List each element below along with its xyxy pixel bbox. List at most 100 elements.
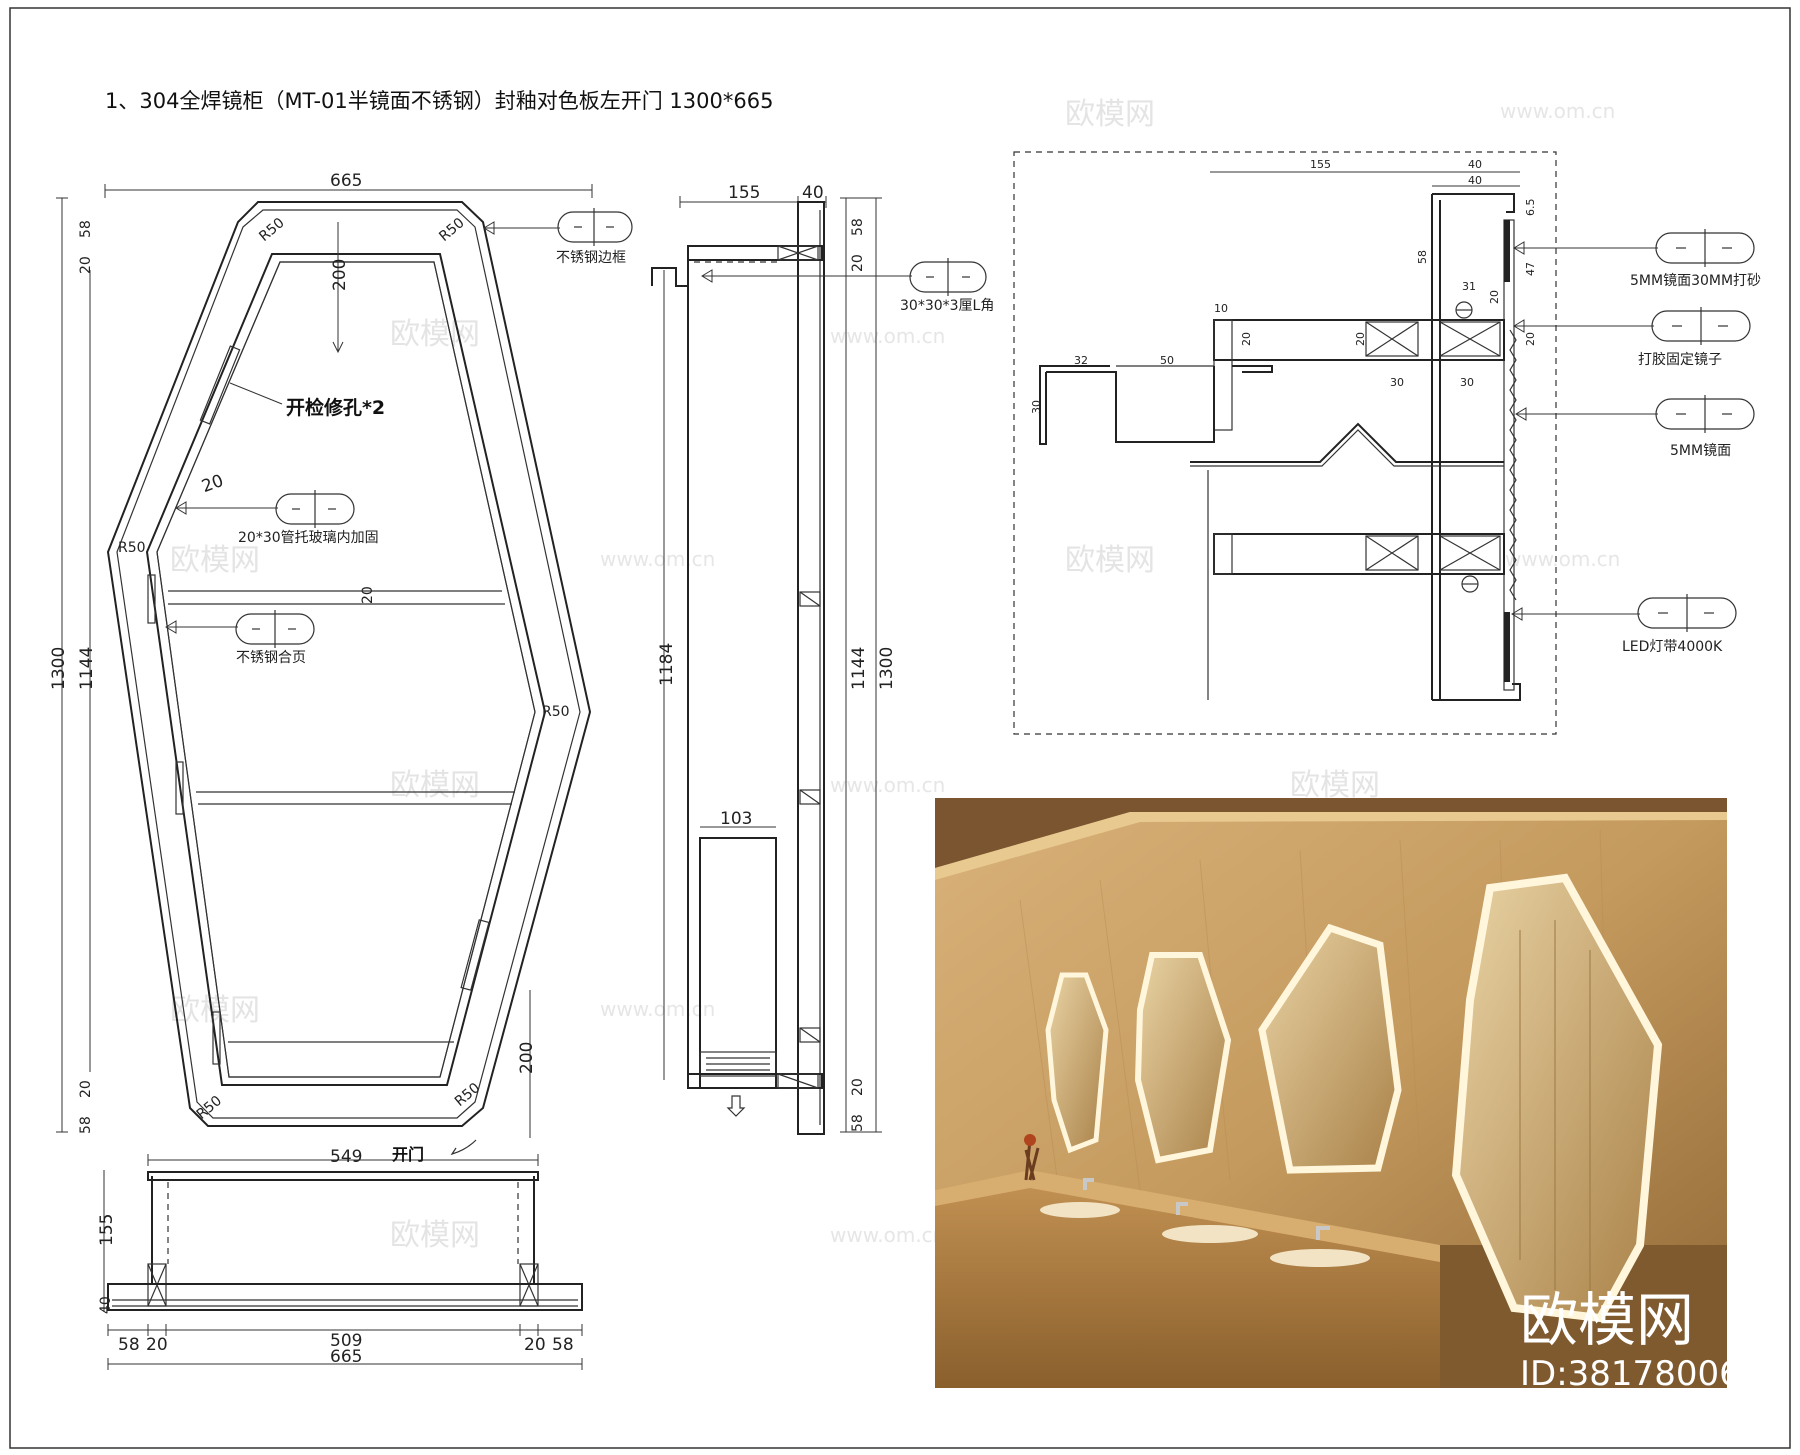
watermark-url: www.om.cn xyxy=(1505,547,1620,571)
dim-tube: 20 xyxy=(199,471,226,497)
watermark-brand: 欧模网 xyxy=(1290,768,1380,803)
dim-40: 40 xyxy=(98,1296,114,1314)
detail-dim-47: 47 xyxy=(1524,262,1537,276)
radius-label: R50 xyxy=(118,540,146,556)
reinforcement-tube xyxy=(147,574,156,624)
dim-bottom: 509 xyxy=(330,1331,362,1351)
reinforcement-tube xyxy=(199,345,241,425)
dim-bottom: 58 xyxy=(118,1335,140,1355)
reference-photo: 欧模网 ID:38178006 xyxy=(935,798,1741,1394)
photo-id: ID:38178006 xyxy=(1520,1354,1741,1394)
sheet-border xyxy=(9,7,1791,1449)
reinforcement-tube xyxy=(460,919,490,991)
dim-inner: 1184 xyxy=(657,643,677,686)
photo-mirror xyxy=(1134,952,1232,1164)
detail-dim-40b: 40 xyxy=(1468,174,1482,187)
dim-top-a: 20 xyxy=(78,256,94,274)
photo-mirror xyxy=(1258,923,1402,1174)
dim-bot-b: 20 xyxy=(850,1078,866,1096)
detail-dim-58: 58 xyxy=(1416,250,1429,264)
watermark-url: www.om.cn xyxy=(600,997,715,1021)
frame-inner xyxy=(145,253,547,1086)
open-label: 开门 xyxy=(392,1145,424,1164)
radius-label: R50 xyxy=(542,704,570,720)
reinforcement-tube xyxy=(212,1011,221,1065)
dim-top-drop: 200 xyxy=(330,259,350,291)
detail-dim-32: 32 xyxy=(1074,354,1088,367)
dim-bottom: 20 xyxy=(524,1335,546,1355)
detail-dim-155: 155 xyxy=(1310,158,1331,171)
callout-label: LED灯带4000K xyxy=(1622,639,1723,655)
mirror-sandblast xyxy=(1504,220,1510,282)
watermark-brand: 欧模网 xyxy=(390,317,480,352)
photo-mirror xyxy=(1045,972,1109,1154)
dim-depth: 155 xyxy=(728,183,760,203)
callout-glue: 打胶固定镜子 xyxy=(1513,307,1751,368)
dim-top-a: 20 xyxy=(850,254,866,272)
watermark-group: 欧模网 www.om.cn 欧模网 www.om.cn 欧模网 www.om.c… xyxy=(170,97,1620,1253)
dim-bot-a: 58 xyxy=(78,1116,94,1134)
dim-box: 103 xyxy=(720,809,752,829)
detail-border xyxy=(1013,151,1557,735)
callout-frame: 不锈钢边框 xyxy=(483,208,633,266)
glass-panel xyxy=(156,261,536,1078)
dim-top-b: 58 xyxy=(78,220,94,238)
callout-label: 5MM镜面 xyxy=(1670,443,1731,459)
detail-dim-31: 31 xyxy=(1462,280,1476,293)
dim-front: 40 xyxy=(802,183,824,203)
dim-549: 549 xyxy=(330,1147,362,1167)
callout-tube: 20*30管托玻璃内加固 xyxy=(175,490,379,546)
dim-bot-a: 58 xyxy=(850,1114,866,1132)
dim-shelf: 20 xyxy=(360,586,376,604)
reinforcement-tube xyxy=(175,761,184,815)
dim-top-b: 58 xyxy=(850,218,866,236)
watermark-url: www.om.cn xyxy=(830,773,945,797)
drawing-title: 1、304全焊镜柜（MT-01半镜面不锈钢）封釉对色板左开门 1300*665 xyxy=(105,89,773,113)
radius-label: R50 xyxy=(452,1080,483,1110)
detail-view: 155 40 40 32 50 30 xyxy=(1013,151,1557,735)
detail-dim-20: 20 xyxy=(1524,332,1537,346)
detail-dim-20: 20 xyxy=(1240,332,1253,346)
watermark-brand: 欧模网 xyxy=(170,543,260,578)
watermark-brand: 欧模网 xyxy=(1065,97,1155,132)
dim-bottom-rise: 200 xyxy=(517,1042,537,1074)
detail-dim-30: 30 xyxy=(1390,376,1404,389)
detail-dim-20: 20 xyxy=(1488,290,1501,304)
detail-dim-30: 30 xyxy=(1030,400,1043,414)
radius-label: R50 xyxy=(256,215,287,245)
detail-dim-30: 30 xyxy=(1460,376,1474,389)
dim-total: 665 xyxy=(330,1347,362,1367)
watermark-url: www.om.cn xyxy=(830,324,945,348)
dim-155: 155 xyxy=(97,1214,117,1246)
callout-led: LED灯带4000K xyxy=(1511,594,1737,655)
dim-bottom: 20 xyxy=(146,1335,168,1355)
detail-dim-10: 10 xyxy=(1214,302,1228,315)
detail-dim-50: 50 xyxy=(1160,354,1174,367)
inspection-note: 开检修孔*2 xyxy=(286,396,385,419)
watermark-url: www.om.cn xyxy=(600,547,715,571)
detail-dim-20: 20 xyxy=(1354,332,1367,346)
frame-inner-inset xyxy=(156,261,536,1078)
callout-label: 打胶固定镜子 xyxy=(1638,351,1722,368)
detail-dim-40: 40 xyxy=(1468,158,1482,171)
callout-label: 不锈钢合页 xyxy=(236,650,306,666)
led-strip xyxy=(1504,612,1510,682)
watermark-brand: 欧模网 xyxy=(1065,543,1155,578)
callout-hinge: 不锈钢合页 xyxy=(165,610,315,666)
watermark-url: www.om.cn xyxy=(830,1223,945,1247)
dim-bottom: 58 xyxy=(552,1335,574,1355)
radius-label: R50 xyxy=(436,215,467,245)
dim-inner-height: 1144 xyxy=(849,647,869,690)
dim-bot-b: 20 xyxy=(78,1080,94,1098)
watermark-url: www.om.cn xyxy=(1500,99,1615,123)
photo-brand: 欧模网 xyxy=(1520,1286,1694,1354)
dim-width: 665 xyxy=(330,171,362,191)
callout-mirror: 5MM镜面 xyxy=(1515,395,1755,459)
callout-label: 不锈钢边框 xyxy=(556,250,626,266)
callout-label: 30*30*3厘L角 xyxy=(900,298,994,314)
watermark-brand: 欧模网 xyxy=(390,1218,480,1253)
photo-mirror xyxy=(1451,873,1663,1323)
dim-height: 1300 xyxy=(877,647,897,690)
callout-label: 5MM镜面30MM打砂 xyxy=(1630,272,1761,289)
